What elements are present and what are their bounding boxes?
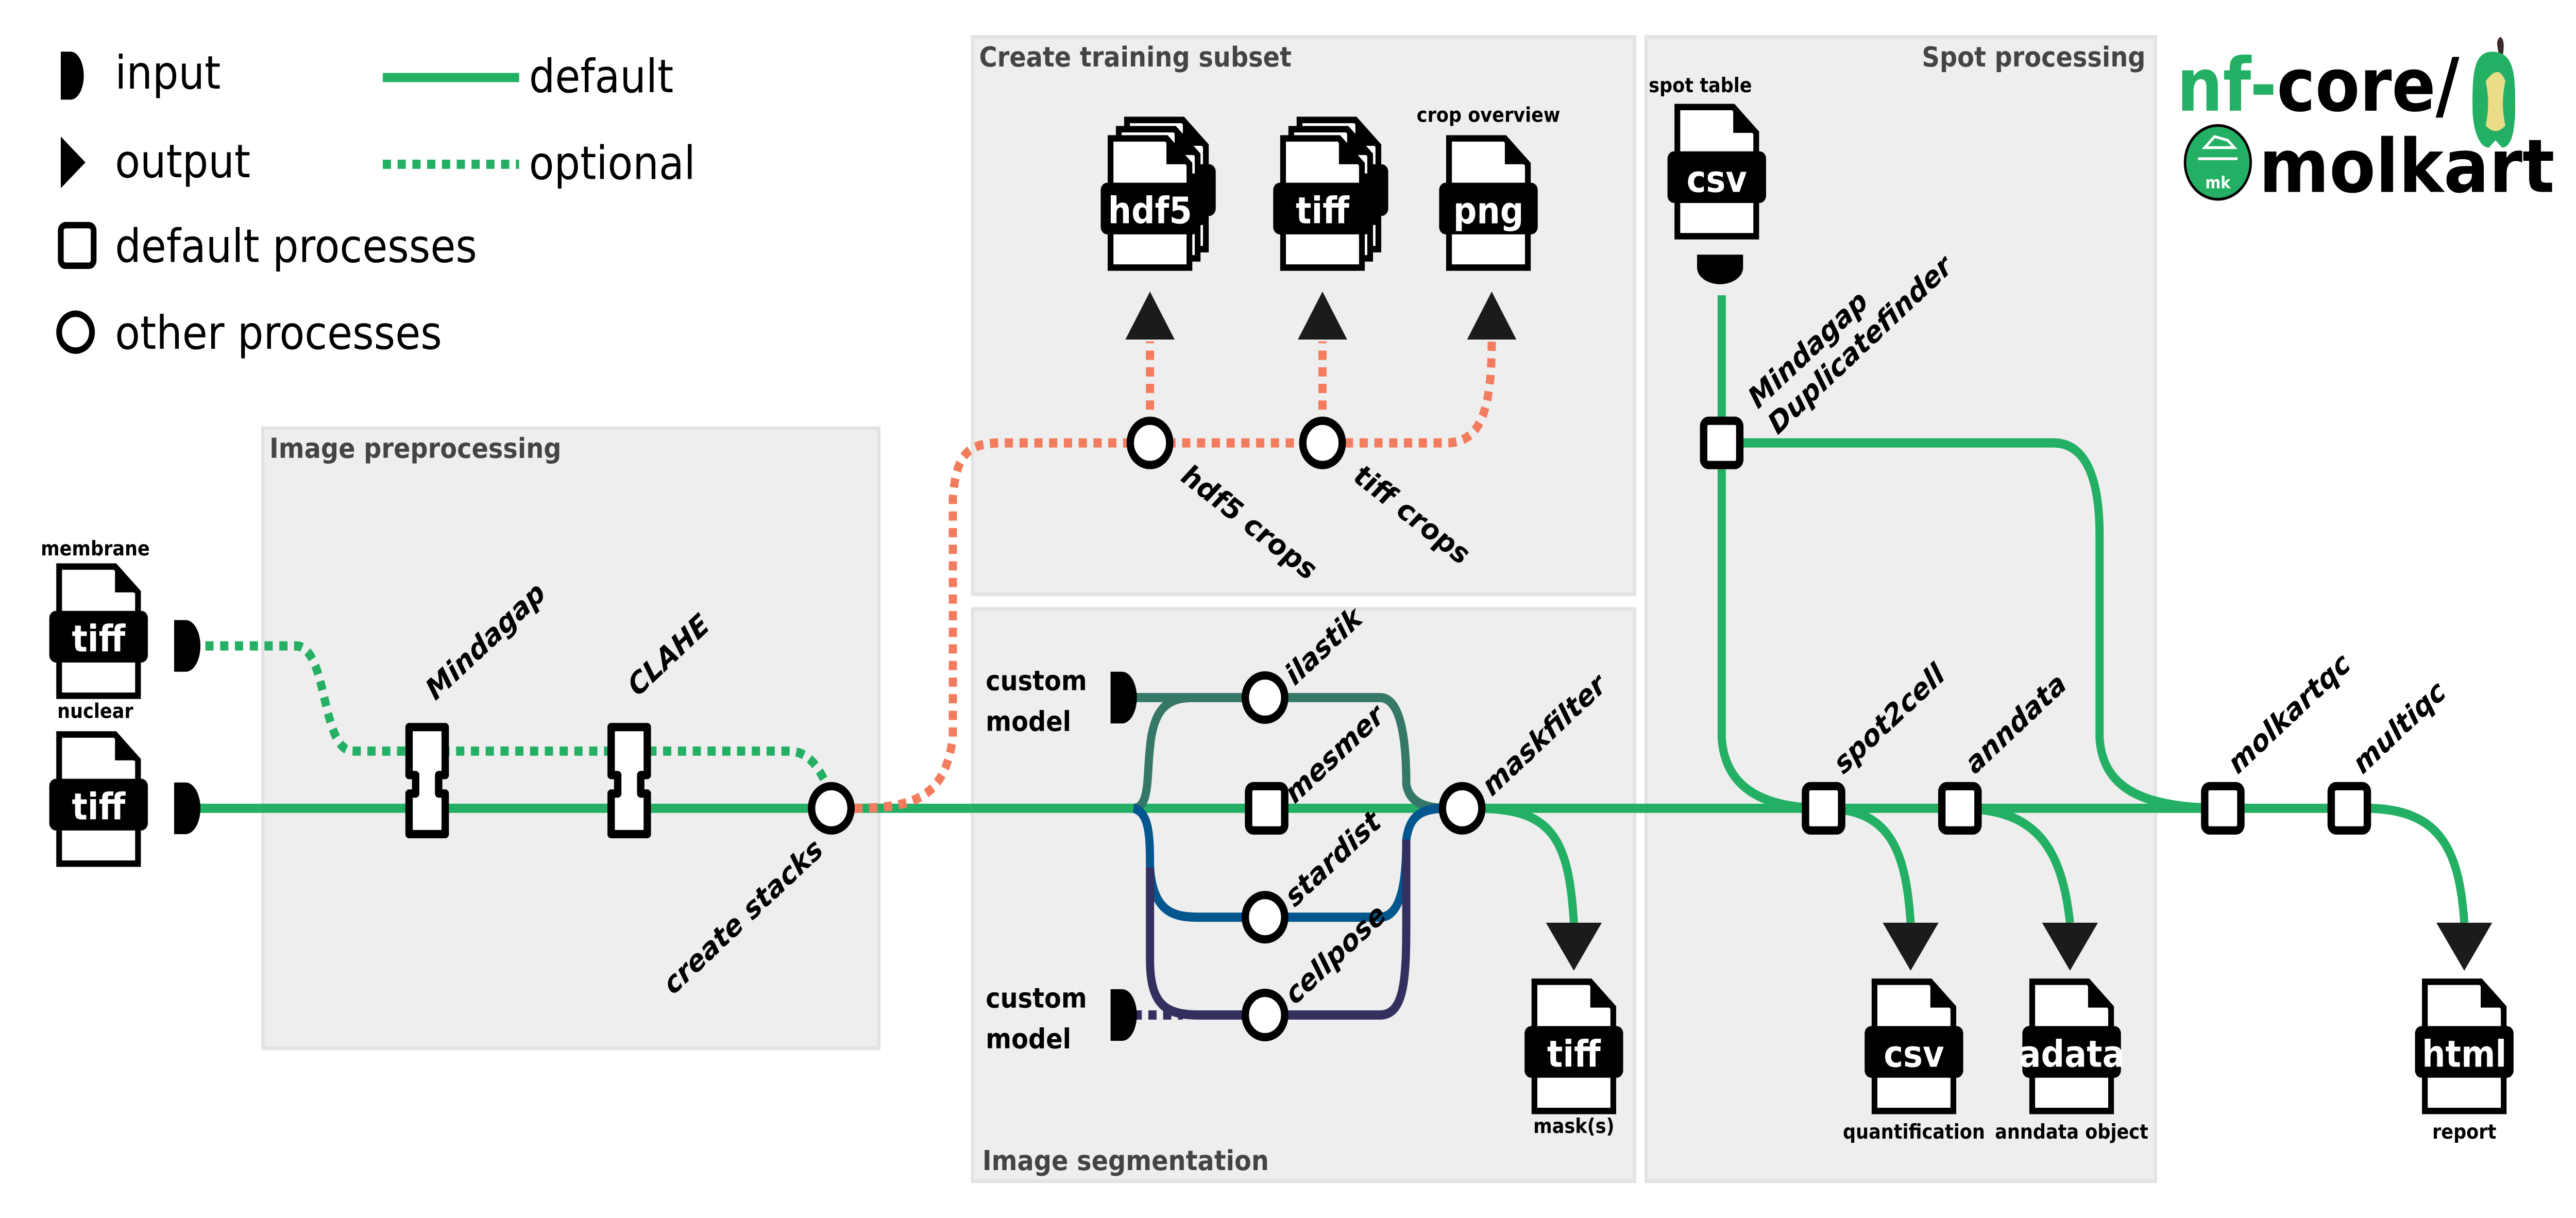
output-icon bbox=[60, 137, 86, 189]
custom-model-input-1: custom model bbox=[986, 665, 1087, 737]
tiff-crops-node[interactable] bbox=[1299, 416, 1346, 469]
section-title: Image preprocessing bbox=[269, 432, 562, 464]
input-icon bbox=[1110, 671, 1137, 724]
nuclear-label: nuclear bbox=[57, 699, 133, 722]
output-icon bbox=[2042, 922, 2098, 971]
spot-line bbox=[1717, 295, 2223, 813]
section-title: Spot processing bbox=[1922, 41, 2145, 73]
membrane-optional-line bbox=[205, 641, 835, 796]
cellpose-node[interactable] bbox=[1241, 988, 1289, 1042]
output-icon bbox=[1298, 291, 1347, 340]
output-icon bbox=[1546, 922, 1602, 971]
file-type-label: adata bbox=[2019, 1033, 2124, 1075]
nf-core-molkart-logo: nf-core/ mk molkart bbox=[2177, 37, 2555, 209]
legend: input output default processes other pro… bbox=[56, 45, 696, 360]
spot-table-label: spot table bbox=[1649, 73, 1752, 97]
custom-model-label-line1: custom bbox=[986, 982, 1087, 1014]
svg-text:mk: mk bbox=[2205, 174, 2231, 193]
hdf5-crops-node[interactable] bbox=[1126, 416, 1174, 469]
adata-output-file: adata bbox=[2019, 978, 2125, 1114]
spot-table-input-icon bbox=[1697, 255, 1743, 284]
legend-output: output bbox=[115, 134, 250, 188]
report-label: report bbox=[2432, 1120, 2496, 1143]
output-icon bbox=[1125, 291, 1175, 340]
hdf5-output-file: hdf5 bbox=[1100, 116, 1216, 271]
multiqc-label: multiqc bbox=[2347, 674, 2451, 781]
mask-output-file: tiff bbox=[1524, 978, 1623, 1114]
legend-input: input bbox=[115, 45, 221, 99]
multiqc-node[interactable] bbox=[2327, 782, 2371, 835]
molkart-badge-icon: mk bbox=[2183, 124, 2252, 201]
custom-model-label-line1: custom bbox=[986, 665, 1087, 697]
membrane-input-icon bbox=[174, 620, 201, 672]
apple-core-icon bbox=[2472, 37, 2516, 148]
section-title: Create training subset bbox=[979, 41, 1292, 73]
molkartqc-node[interactable] bbox=[2201, 782, 2245, 835]
nuclear-input-icon bbox=[174, 782, 201, 834]
quantification-output-file: csv bbox=[1865, 978, 1963, 1114]
membrane-tiff-file: tiff bbox=[49, 563, 148, 699]
input-icon bbox=[60, 52, 84, 100]
custom-model-label-line2: model bbox=[986, 705, 1071, 737]
output-icon bbox=[1467, 291, 1517, 340]
logo-line1: nf-core/ bbox=[2177, 42, 2460, 128]
other-process-icon bbox=[56, 310, 95, 354]
anndata-object-label: anndata object bbox=[1995, 1120, 2148, 1143]
metro-lines bbox=[197, 295, 2469, 1020]
output-lines bbox=[1823, 803, 2469, 924]
input-icon bbox=[1110, 989, 1137, 1041]
file-type-label: hdf5 bbox=[1108, 189, 1192, 232]
molkartqc-label: molkartqc bbox=[2222, 646, 2357, 781]
quantification-label: quantification bbox=[1843, 1120, 1985, 1143]
nuclear-tiff-file: tiff bbox=[49, 731, 148, 867]
png-output-file: png bbox=[1439, 135, 1538, 271]
default-process-icon bbox=[58, 222, 97, 269]
anndata-node[interactable] bbox=[1938, 782, 1982, 835]
legend-default-processes: default processes bbox=[115, 219, 477, 273]
output-icon bbox=[2436, 922, 2493, 971]
stardist-line bbox=[1132, 803, 1446, 922]
html-output-file: html bbox=[2415, 978, 2514, 1114]
file-type-label: html bbox=[2422, 1033, 2506, 1075]
file-type-label: tiff bbox=[1547, 1033, 1601, 1075]
file-type-label: tiff bbox=[1296, 189, 1350, 232]
cellpose-line bbox=[1146, 839, 1411, 1020]
mesmer-node[interactable] bbox=[1245, 782, 1289, 835]
create-stacks-node[interactable] bbox=[808, 782, 855, 835]
membrane-label: membrane bbox=[41, 536, 150, 560]
section-image-preprocessing: Image preprocessing bbox=[261, 426, 881, 1051]
spot2cell-node[interactable] bbox=[1802, 782, 1845, 835]
custom-model-input-2: custom model bbox=[986, 982, 1087, 1055]
section-title: Image segmentation bbox=[982, 1144, 1269, 1176]
legend-optional: optional bbox=[529, 136, 696, 190]
file-type-label: tiff bbox=[72, 617, 126, 660]
mindagap-node[interactable] bbox=[405, 723, 449, 839]
ilastik-node[interactable] bbox=[1241, 671, 1289, 724]
maskfilter-node[interactable] bbox=[1438, 782, 1486, 835]
mask-output-line bbox=[1478, 803, 1578, 923]
spot-table-csv-file: csv bbox=[1667, 104, 1766, 240]
legend-default: default bbox=[529, 49, 673, 104]
file-type-label: png bbox=[1453, 189, 1524, 232]
output-icon bbox=[1883, 922, 1939, 971]
stardist-node[interactable] bbox=[1241, 891, 1289, 944]
file-type-label: csv bbox=[1884, 1033, 1944, 1075]
logo-line2: molkart bbox=[2259, 123, 2555, 209]
crop-overview-label: crop overview bbox=[1417, 103, 1561, 126]
custom-model-label-line2: model bbox=[986, 1023, 1071, 1055]
clahe-node[interactable] bbox=[607, 723, 651, 839]
tiff-crops-output-file: tiff bbox=[1273, 116, 1388, 271]
section-image-segmentation: Image segmentation bbox=[971, 607, 1637, 1183]
mask-label: mask(s) bbox=[1533, 1114, 1614, 1138]
file-type-label: tiff bbox=[72, 785, 126, 828]
mindagap-duplicatefinder-node[interactable] bbox=[1700, 416, 1744, 469]
legend-other-processes: other processes bbox=[115, 306, 442, 360]
file-type-label: csv bbox=[1687, 158, 1747, 200]
